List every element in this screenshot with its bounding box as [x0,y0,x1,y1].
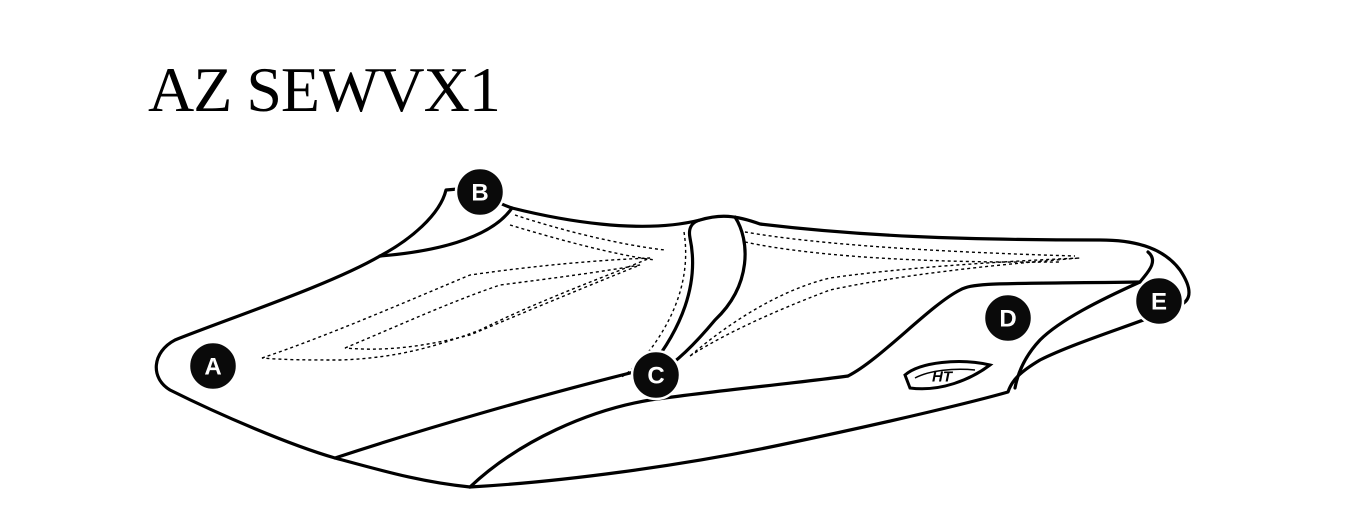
stitch-d-outer [689,257,1081,357]
stitch-a-inner [344,264,641,350]
stitch-c-edge [619,231,687,379]
seam-c-right [658,215,747,374]
seam-e [1013,250,1155,390]
badge-d: D [982,292,1034,344]
seam-c-left [648,218,702,370]
badge-d-label: D [999,306,1016,333]
badge-e-label: E [1151,289,1167,316]
badge-c-label: C [647,363,664,390]
stitch-b-2 [509,224,656,261]
badge-a-label: A [204,354,221,381]
logo-text: HT [932,369,954,386]
seam-b [378,206,514,258]
badge-b: B [454,166,506,218]
badge-b-label: B [471,180,488,207]
seam-d-top [846,280,1142,378]
stitch-a-outer [261,257,651,361]
stitch-b-1 [514,214,666,251]
badge-c: C [630,349,682,401]
seam-c-lower [468,374,850,489]
seam-a-lower [333,366,652,460]
page-title: AZ SEWVX1 [148,54,501,125]
badge-a: A [187,340,239,392]
ht-logo-icon: HT [903,360,994,391]
stitch-d-second [744,241,1061,263]
stitch-d-top [744,231,1076,257]
badge-e: E [1133,275,1185,327]
